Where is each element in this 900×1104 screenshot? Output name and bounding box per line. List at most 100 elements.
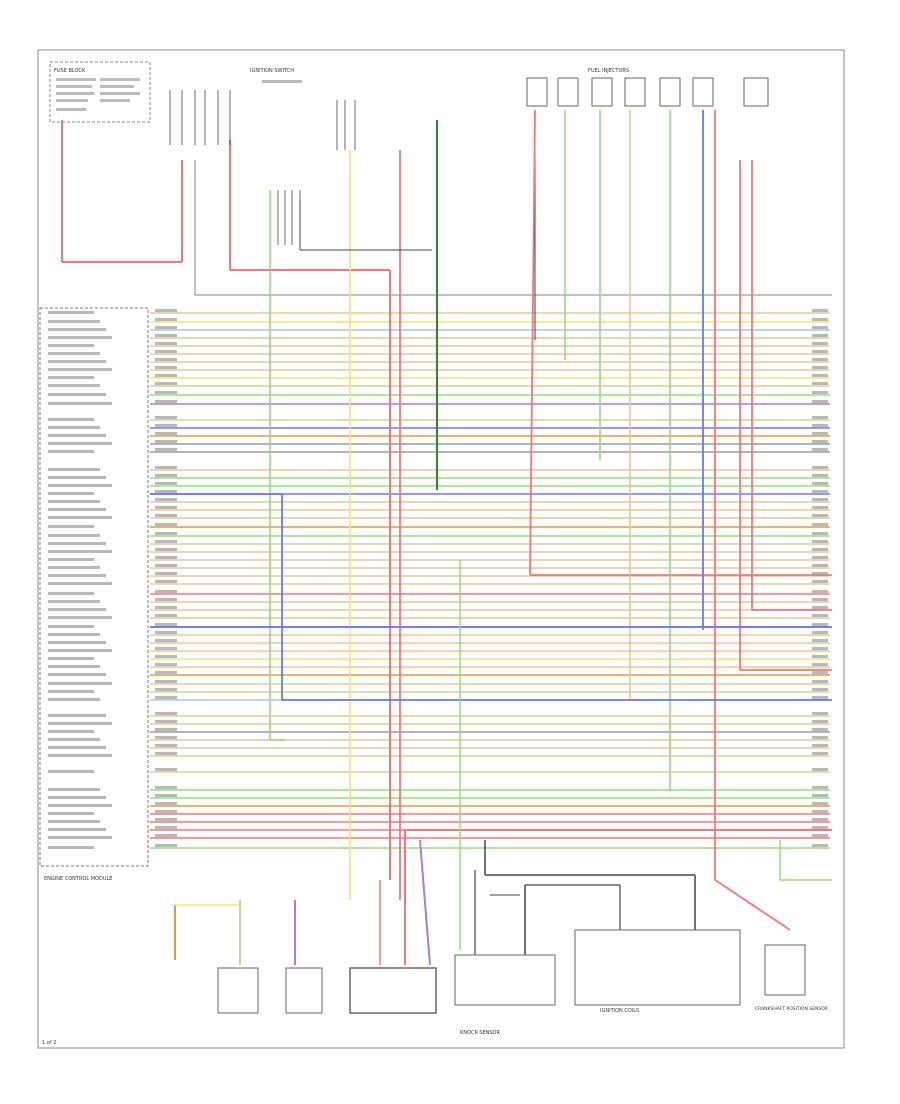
ecm-wire-code xyxy=(155,326,177,329)
ecm-pin-label xyxy=(48,682,112,685)
ecm-pin-label xyxy=(48,812,94,815)
right-wire-code xyxy=(812,334,828,337)
ecm-wire-code xyxy=(155,358,177,361)
ecm-wire-code xyxy=(155,466,177,469)
ecm-wire-code xyxy=(155,794,177,797)
ecm-pin-label xyxy=(48,402,112,405)
ecm-pin-label xyxy=(48,550,112,553)
ignition-coils-label: IGNITION COILS xyxy=(600,1008,639,1014)
ecm-pin-label xyxy=(48,770,94,773)
ecm-wire-code xyxy=(155,744,177,747)
ecm-pin-label xyxy=(48,468,100,471)
ecm-wire-code xyxy=(155,342,177,345)
right-wire-code xyxy=(812,548,828,551)
right-wire-code xyxy=(812,382,828,385)
ecm-wire-code xyxy=(155,818,177,821)
right-wire-code xyxy=(812,826,828,829)
fuel-injectors-label: FUEL INJECTORS xyxy=(588,68,629,74)
ecm-pin-label xyxy=(48,649,112,652)
right-wire-code xyxy=(812,391,828,394)
wire-segment-85 xyxy=(714,879,791,931)
knock-sensor-label: KNOCK SENSOR xyxy=(460,1030,500,1036)
right-wire-code xyxy=(812,768,828,771)
ecm-wire-code xyxy=(155,391,177,394)
ecm-wire-code xyxy=(155,523,177,526)
right-wire-code xyxy=(812,358,828,361)
ecm-pin-label xyxy=(48,592,94,595)
ecm-pin-label xyxy=(48,722,112,725)
ecm-pin-label xyxy=(48,542,106,545)
ecm-pin-label xyxy=(48,641,106,644)
wire-segment-101 xyxy=(419,839,431,966)
wires xyxy=(61,90,832,966)
ecm-pin-label xyxy=(48,738,100,741)
ecm-pin-label xyxy=(48,788,100,791)
ecm-wire-code xyxy=(155,826,177,829)
ecm-wire-code xyxy=(155,720,177,723)
right-wire-code xyxy=(812,810,828,813)
ecm-wire-code xyxy=(155,728,177,731)
right-wire-code xyxy=(812,482,828,485)
ecm-pin-label xyxy=(48,820,100,823)
ecm-pin-label xyxy=(48,608,106,611)
ecm-label: ENGINE CONTROL MODULE xyxy=(44,876,112,882)
right-wire-code xyxy=(812,639,828,642)
ecm-wire-code xyxy=(155,663,177,666)
ignition-coils-box xyxy=(574,929,741,1006)
right-wire-code xyxy=(812,474,828,477)
right-wire-code xyxy=(812,572,828,575)
ecm-wire-code xyxy=(155,647,177,650)
ecm-wire-code xyxy=(155,309,177,312)
right-wire-code xyxy=(812,318,828,321)
ecm-wire-code xyxy=(155,834,177,837)
ecm-wire-code xyxy=(155,810,177,813)
ecm-pin-label xyxy=(48,846,94,849)
right-wire-code xyxy=(812,598,828,601)
right-wire-code xyxy=(812,844,828,847)
ecm-wire-code xyxy=(155,623,177,626)
right-wire-code xyxy=(812,834,828,837)
ecm-wire-code xyxy=(155,802,177,805)
right-wire-code xyxy=(812,523,828,526)
diagram-border xyxy=(37,49,845,1049)
right-wire-code xyxy=(812,752,828,755)
ecm-wire-code xyxy=(155,318,177,321)
right-wire-code xyxy=(812,712,828,715)
ecm-wire-code xyxy=(155,366,177,369)
right-wire-code xyxy=(812,606,828,609)
ecm-wire-code xyxy=(155,514,177,517)
right-wire-code xyxy=(812,720,828,723)
right-wire-code xyxy=(812,671,828,674)
right-wire-code xyxy=(812,506,828,509)
right-wire-code xyxy=(812,532,828,535)
right-wire-code xyxy=(812,309,828,312)
right-wire-code xyxy=(812,688,828,691)
ecm-wire-code xyxy=(155,639,177,642)
ecm-wire-code xyxy=(155,655,177,658)
relay-box-bottom xyxy=(349,967,437,1014)
injector-connectors xyxy=(526,77,769,107)
ecm-pin-label xyxy=(48,616,112,619)
right-wire-code xyxy=(812,416,828,419)
right-side-labels xyxy=(812,309,828,847)
ecm-wire-code xyxy=(155,382,177,385)
ecm-pin-label xyxy=(48,376,94,379)
right-wire-code xyxy=(812,350,828,353)
ecm-pin-label xyxy=(48,796,106,799)
right-wire-code xyxy=(812,466,828,469)
fuse-block-box xyxy=(49,61,151,123)
ecm-wire-code xyxy=(155,448,177,451)
ecm-pin-label xyxy=(48,746,106,749)
wire-segment-77 xyxy=(529,109,536,576)
ecm-wire-code xyxy=(155,590,177,593)
ecm-pin-label xyxy=(48,804,112,807)
ecm-wire-code xyxy=(155,768,177,771)
ecm-wire-code xyxy=(155,548,177,551)
ecm-wire-code xyxy=(155,631,177,634)
ecm-wire-code xyxy=(155,490,177,493)
ecm-pin-label xyxy=(48,600,100,603)
ecm-pin-label xyxy=(48,633,100,636)
right-wire-code xyxy=(812,326,828,329)
ecm-wire-code xyxy=(155,572,177,575)
